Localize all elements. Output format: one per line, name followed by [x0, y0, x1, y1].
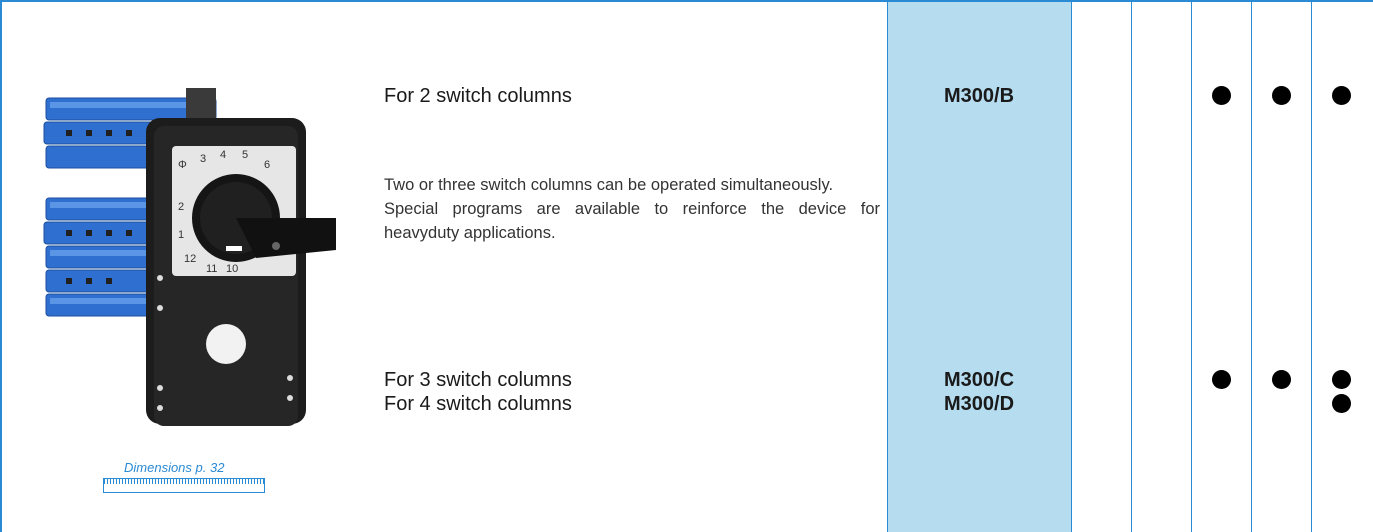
svg-text:Φ: Φ [178, 159, 187, 171]
dimensions-link[interactable]: Dimensions p. 32 [124, 460, 225, 475]
description-paragraph: Special programs are available to reinfo… [384, 200, 880, 242]
code-column-bg [887, 2, 1071, 532]
availability-dot [1272, 370, 1291, 389]
svg-text:5: 5 [242, 149, 248, 161]
svg-text:4: 4 [220, 149, 226, 161]
availability-dot [1332, 394, 1351, 413]
column-divider [1191, 0, 1192, 532]
column-divider [1251, 0, 1252, 532]
column-divider [887, 0, 888, 532]
svg-text:3: 3 [200, 153, 206, 165]
row-title: For 4 switch columns [384, 393, 572, 415]
svg-text:12: 12 [184, 253, 196, 265]
description: Two or three switch columns can be opera… [384, 173, 880, 245]
svg-text:11: 11 [206, 263, 217, 275]
ruler-icon [103, 478, 265, 493]
product-code: M300/C [943, 369, 1015, 391]
description-paragraph: Two or three switch columns can be opera… [384, 176, 834, 194]
row-title: For 3 switch columns [384, 369, 572, 391]
availability-dot [1212, 370, 1231, 389]
product-code: M300/B [943, 85, 1015, 107]
availability-dot [1212, 86, 1231, 105]
column-divider [1071, 0, 1072, 532]
row-title: For 2 switch columns [384, 85, 572, 107]
availability-dot [1332, 86, 1351, 105]
svg-text:6: 6 [264, 159, 270, 171]
availability-dot [1272, 86, 1291, 105]
availability-dot [1332, 370, 1351, 389]
svg-text:10: 10 [226, 263, 238, 275]
rotary-switch-product-image: Φ 3 4 5 6 2 1 12 11 10 [43, 88, 336, 426]
product-code: M300/D [943, 393, 1015, 415]
svg-text:1: 1 [178, 229, 184, 241]
column-divider [1311, 0, 1312, 532]
column-divider [1131, 0, 1132, 532]
svg-text:2: 2 [178, 201, 184, 213]
